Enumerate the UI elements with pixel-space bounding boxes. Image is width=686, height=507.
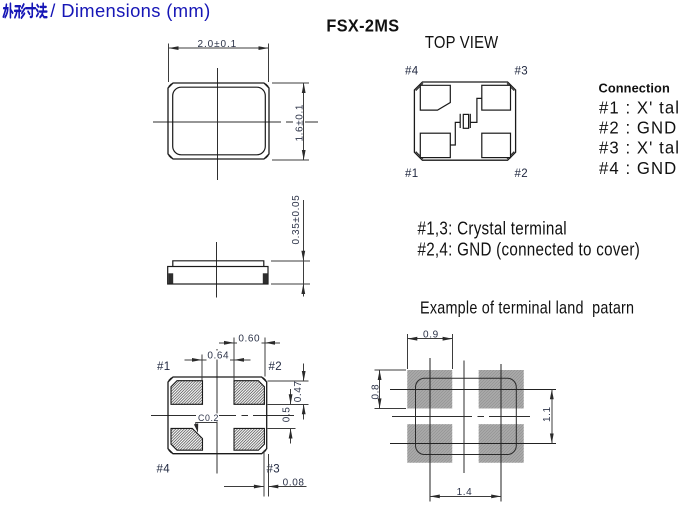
svg-text:#3 : X' tal: #3 : X' tal — [599, 137, 680, 158]
svg-text:#1: #1 — [405, 168, 418, 180]
svg-text:#2 : GND: #2 : GND — [599, 117, 677, 138]
svg-text:#4: #4 — [157, 463, 171, 475]
svg-text:Example of terminal land pata: Example of terminal land patarn — [420, 298, 634, 318]
svg-text:1.4: 1.4 — [457, 487, 473, 498]
svg-text:0.5: 0.5 — [281, 407, 292, 423]
svg-text:#1,3: Crystal terminal: #1,3: Crystal terminal — [418, 218, 567, 239]
svg-text:#2: #2 — [515, 168, 528, 180]
svg-text:1.1: 1.1 — [542, 406, 553, 422]
svg-text:#4 : GND: #4 : GND — [599, 157, 677, 178]
svg-text:0.47: 0.47 — [293, 380, 304, 402]
svg-text:#2: #2 — [269, 361, 282, 373]
svg-text:0.60: 0.60 — [238, 333, 260, 344]
svg-text:FSX-2MS: FSX-2MS — [326, 16, 399, 36]
svg-text:TOP VIEW: TOP VIEW — [425, 33, 499, 53]
svg-text:0.35±0.05: 0.35±0.05 — [291, 195, 302, 245]
svg-text:#1 : X' tal: #1 : X' tal — [599, 97, 680, 118]
svg-text:#3: #3 — [515, 66, 528, 78]
svg-text:Connection: Connection — [599, 81, 670, 96]
svg-text:#2,4: GND (connected to cover): #2,4: GND (connected to cover) — [418, 239, 641, 260]
svg-text:2.0±0.1: 2.0±0.1 — [198, 39, 238, 50]
svg-text:C0.2: C0.2 — [198, 413, 219, 423]
svg-text:#3: #3 — [267, 463, 280, 475]
svg-text:/ Dimensions (mm): / Dimensions (mm) — [50, 0, 210, 21]
svg-text:#4: #4 — [405, 66, 419, 78]
svg-text:0.8: 0.8 — [370, 384, 381, 400]
svg-text:1.6±0.1: 1.6±0.1 — [295, 104, 306, 142]
svg-text:0.9: 0.9 — [423, 329, 439, 340]
svg-text:#1: #1 — [157, 361, 170, 373]
svg-text:0.64: 0.64 — [207, 351, 229, 362]
svg-text:0.08: 0.08 — [283, 478, 305, 489]
